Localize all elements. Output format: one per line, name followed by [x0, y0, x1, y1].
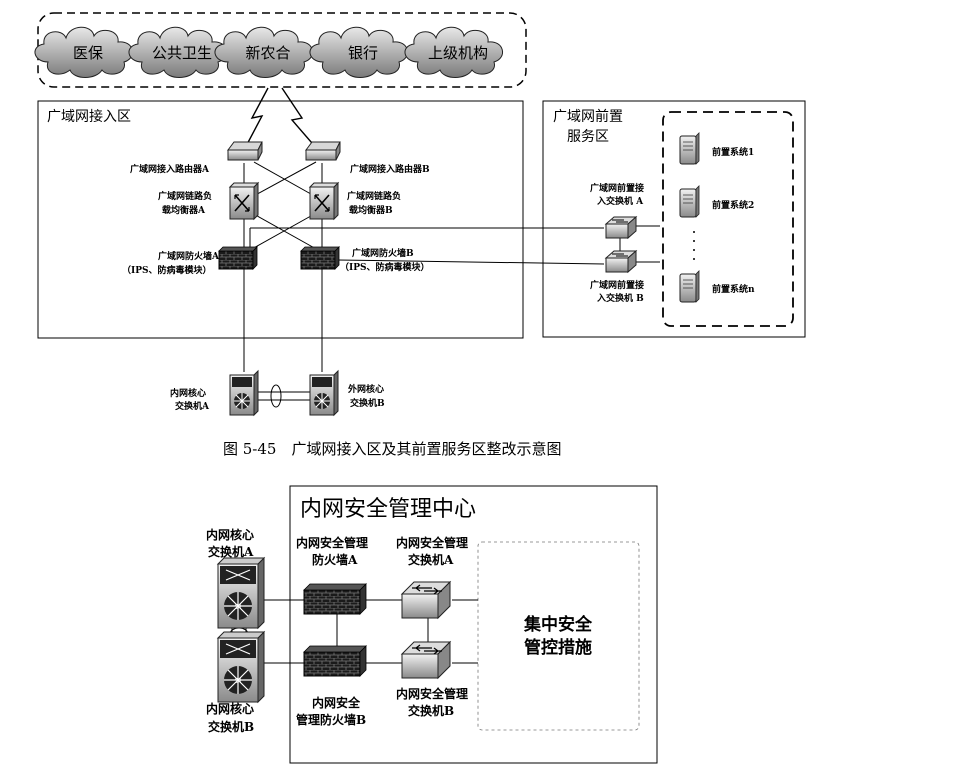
cloud-bank: 银行	[309, 26, 409, 78]
mgmt-switch-b-icon	[401, 641, 451, 679]
svg-text:公共卫生: 公共卫生	[152, 44, 212, 62]
cloud-public-health: 公共卫生	[128, 26, 228, 78]
svg-text:银行: 银行	[348, 44, 378, 62]
front-system-1-label: 前置系统1	[712, 146, 754, 158]
mgmt-switch-b-label-2: 交换机B	[408, 703, 454, 718]
load-balancer-b-label-2: 载均衡器B	[349, 204, 393, 216]
wan-router-b-icon	[305, 141, 341, 161]
outer-core-switch-b-label-2: 交换机B	[350, 397, 385, 409]
outer-core-switch-b-label-1: 外网核心	[347, 383, 384, 395]
mgmt-firewall-a-label-1: 内网安全管理	[296, 535, 368, 550]
front-system-2-icon	[679, 185, 700, 218]
mgmt-switch-a-icon	[401, 581, 451, 619]
wan-firewall-a-label-2: （IPS、防病毒模块）	[122, 264, 211, 276]
front-zone-title-2: 服务区	[567, 129, 609, 145]
cloud-superior-agency: 上级机构	[404, 26, 504, 78]
wan-link-b-icon	[281, 87, 319, 151]
mgmt-switch-b-label-1: 内网安全管理	[396, 686, 468, 701]
mgmt-firewall-a-icon	[303, 583, 367, 615]
front-service-zone	[542, 100, 806, 338]
inner-core-switch-a-label-2: 交换机A	[175, 400, 210, 412]
mgmt-firewall-b-icon	[303, 645, 367, 677]
front-system-n-icon	[679, 270, 700, 303]
front-switch-a-label-1: 广域网前置接	[590, 182, 644, 194]
inner-core-switch-a-label-1: 内网核心	[170, 387, 206, 399]
svg-text:上级机构: 上级机构	[428, 44, 488, 62]
mgmt-firewall-b-label-1: 内网安全	[312, 695, 361, 710]
mgmt-firewall-a-label-2: 防火墙A	[312, 552, 358, 567]
load-balancer-a-label-1: 广域网链路负	[158, 190, 212, 202]
front-systems-group	[662, 111, 794, 327]
front-switch-b-icon	[605, 250, 637, 273]
front-switch-b-label-1: 广域网前置接	[590, 279, 644, 291]
mgmt-switch-a-label-1: 内网安全管理	[396, 535, 468, 550]
figure-caption: 图 5-45 广域网接入区及其前置服务区整改示意图	[223, 440, 561, 458]
front-switch-a-label-2: 入交换机 A	[596, 195, 644, 207]
wan-firewall-b-icon	[300, 246, 340, 270]
mgmt-switch-a-label-2: 交换机A	[408, 552, 454, 567]
bottom-core-switch-a-icon	[217, 557, 265, 629]
wan-firewall-b-label-2: （IPS、防病毒模块）	[340, 261, 429, 273]
core-link	[256, 384, 310, 408]
front-system-2-label: 前置系统2	[712, 199, 754, 211]
load-balancer-b-icon	[309, 182, 339, 220]
outer-core-switch-b-icon	[309, 370, 339, 416]
load-balancer-a-label-2: 载均衡器A	[162, 204, 206, 216]
inner-core-switch-a-icon	[229, 370, 259, 416]
cloud-medical-insurance: 医保	[34, 26, 134, 78]
cloud-rural-cooperative: 新农合	[214, 26, 314, 78]
bottom-core-switch-a-label-2: 交换机A	[208, 544, 254, 559]
load-balancer-a-icon	[229, 182, 259, 220]
central-measures-box	[477, 541, 640, 731]
front-zone-title-1: 广域网前置	[553, 108, 623, 125]
wan-router-a-icon	[227, 141, 263, 161]
wan-link-a-icon	[243, 87, 269, 151]
svg-text:医保: 医保	[73, 44, 103, 62]
front-switch-b-label-2: 入交换机 B	[596, 292, 644, 304]
ellipsis-dots-icon	[693, 231, 695, 260]
central-measures-label-1: 集中安全	[523, 614, 593, 635]
bottom-core-switch-b-icon	[217, 631, 265, 703]
security-center-frame	[289, 485, 658, 764]
wan-router-a-label: 广域网接入路由器A	[130, 163, 210, 175]
external-networks-region	[37, 12, 527, 88]
security-center-title: 内网安全管理中心	[300, 497, 476, 522]
wan-access-zone-title: 广域网接入区	[47, 108, 131, 125]
wan-access-zone	[37, 100, 524, 339]
mgmt-firewall-b-label-2: 管理防火墙B	[296, 712, 366, 727]
bottom-core-switch-a-label-1: 内网核心	[206, 527, 254, 542]
wan-firewall-b-label-1: 广域网防火墙B	[352, 247, 414, 259]
front-zone-links	[636, 225, 660, 263]
bottom-core-switch-b-label-1: 内网核心	[206, 701, 254, 716]
bottom-core-switch-b-label-2: 交换机B	[208, 719, 254, 734]
front-switch-a-icon	[605, 216, 637, 239]
wan-zone-links	[243, 161, 621, 372]
wan-router-b-label: 广域网接入路由器B	[350, 163, 430, 175]
central-measures-label-2: 管控措施	[524, 637, 592, 658]
wan-firewall-a-icon	[218, 246, 258, 270]
load-balancer-b-label-1: 广域网链路负	[347, 190, 401, 202]
front-system-n-label: 前置系统n	[712, 283, 755, 295]
wan-firewall-a-label-1: 广域网防火墙A	[158, 250, 220, 262]
front-system-1-icon	[679, 132, 700, 165]
svg-text:新农合: 新农合	[245, 44, 290, 62]
